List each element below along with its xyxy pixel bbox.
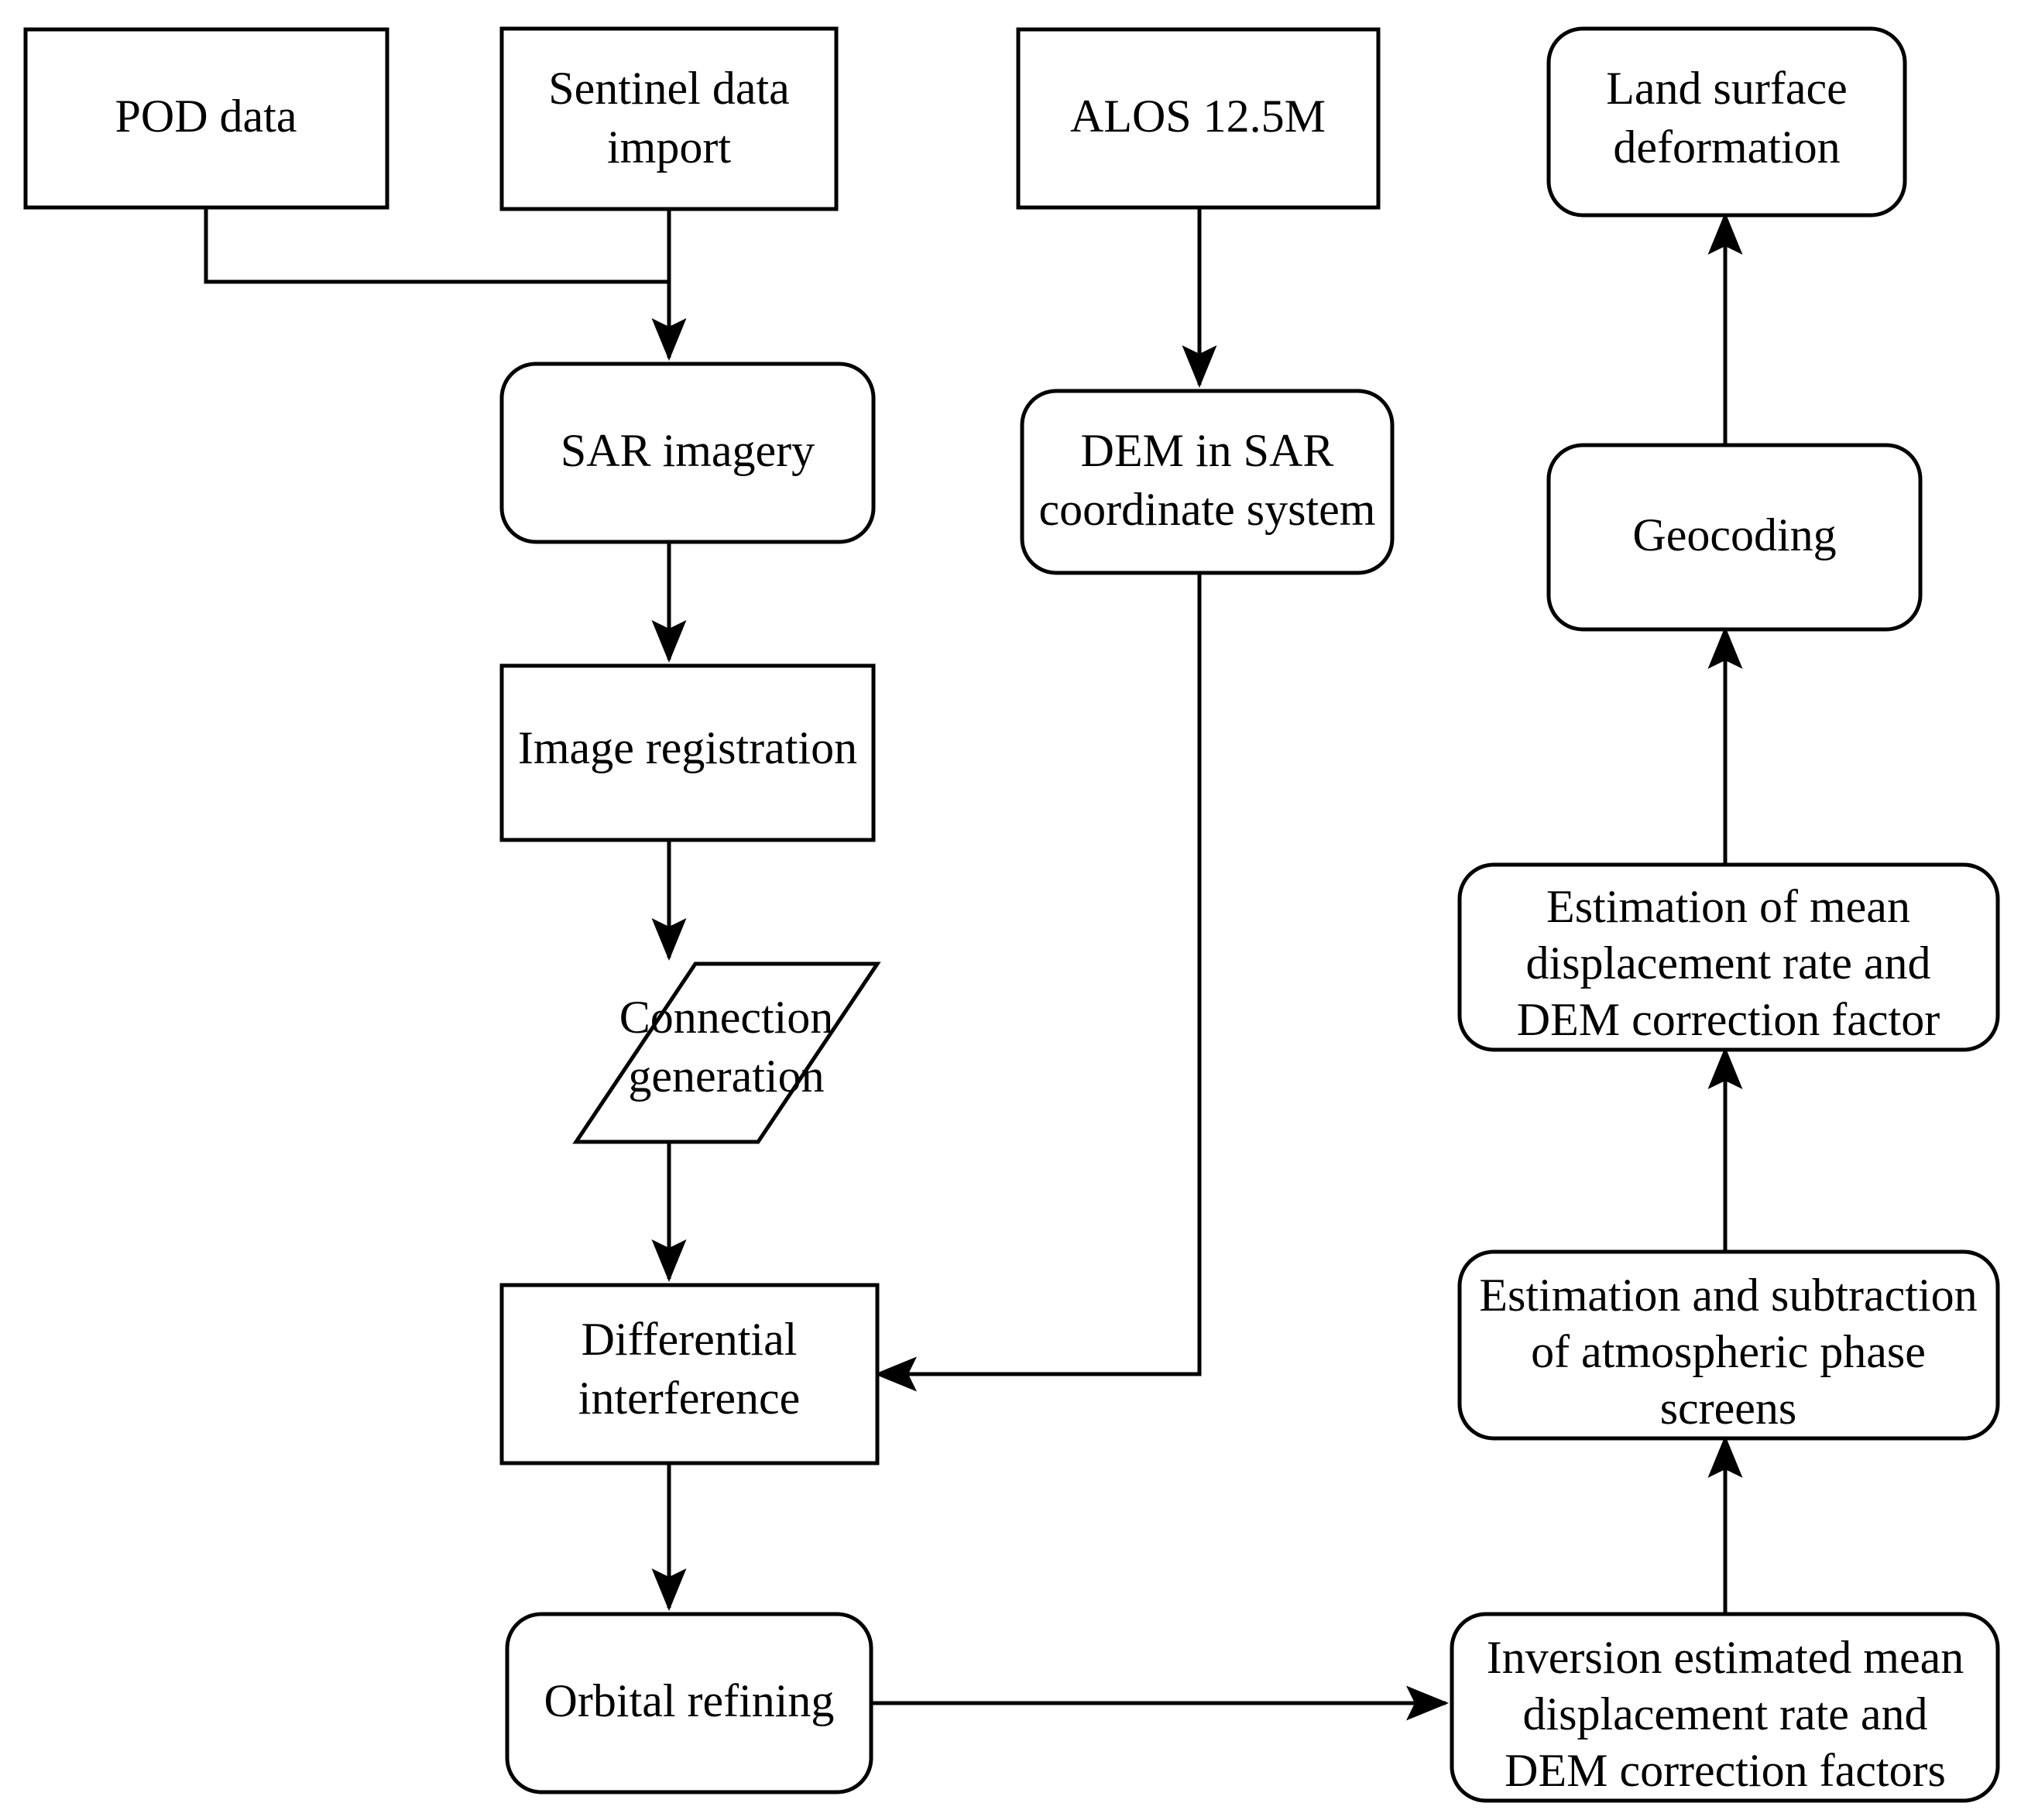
svg-text:Land surface: Land surface — [1606, 63, 1847, 114]
node-differential-interference-label-line1: Differential — [582, 1314, 798, 1365]
node-sentinel-data-import[interactable]: Sentinel data import — [499, 26, 839, 211]
svg-text:displacement rate and: displacement rate and — [1522, 1688, 1927, 1739]
node-sar-imagery[interactable]: SAR imagery — [499, 362, 876, 544]
node-inversion-label-line3: DEM correction factors — [1505, 1745, 1946, 1796]
node-estimation-mean-displacement[interactable]: Estimation of mean displacement rate and… — [1457, 862, 2000, 1052]
node-estimation-mean-label-line1: Estimation of mean — [1546, 881, 1910, 932]
node-sar-imagery-label: SAR imagery — [561, 425, 815, 476]
node-estimation-mean-label-line3: DEM correction factor — [1517, 994, 1940, 1045]
node-land-surface-deformation[interactable]: Land surface deformation — [1546, 26, 1907, 218]
svg-text:Inversion estimated mean: Inversion estimated mean — [1487, 1632, 1964, 1683]
node-atmospheric-phase-screens[interactable]: Estimation and subtraction of atmospheri… — [1457, 1249, 2000, 1441]
svg-text:import: import — [607, 122, 731, 173]
node-pod-data[interactable]: POD data — [23, 27, 389, 210]
node-inversion-estimated-mean[interactable]: Inversion estimated mean displacement ra… — [1450, 1612, 2000, 1803]
svg-text:of atmospheric phase: of atmospheric phase — [1531, 1326, 1926, 1377]
node-land-surface-deformation-label-line2: deformation — [1613, 122, 1840, 173]
svg-text:Estimation of mean: Estimation of mean — [1546, 881, 1910, 932]
svg-text:DEM in SAR: DEM in SAR — [1081, 425, 1334, 476]
svg-text:screens: screens — [1660, 1383, 1797, 1434]
svg-text:ALOS 12.5M: ALOS 12.5M — [1070, 91, 1326, 142]
node-geocoding-label: Geocoding — [1632, 509, 1836, 560]
node-connection-generation[interactable]: Connection generation — [572, 961, 881, 1144]
node-connection-generation-label-line2: generation — [628, 1051, 824, 1102]
node-image-registration-label: Image registration — [518, 722, 857, 773]
svg-text:POD data: POD data — [115, 91, 297, 142]
node-atmospheric-label-line2: of atmospheric phase — [1531, 1326, 1926, 1377]
svg-text:generation: generation — [628, 1051, 824, 1102]
node-connection-generation-label-line1: Connection — [619, 992, 834, 1043]
node-dem-in-sar-label-line2: coordinate system — [1039, 484, 1376, 535]
node-alos-12-5m[interactable]: ALOS 12.5M — [1016, 27, 1381, 210]
svg-text:DEM correction factor: DEM correction factor — [1517, 994, 1940, 1045]
node-atmospheric-label-line3: screens — [1660, 1383, 1797, 1434]
node-pod-data-label: POD data — [115, 91, 297, 142]
node-dem-in-sar-coordinate-system[interactable]: DEM in SAR coordinate system — [1020, 389, 1395, 575]
node-inversion-label-line2: displacement rate and — [1522, 1688, 1927, 1739]
node-dem-in-sar-label-line1: DEM in SAR — [1081, 425, 1334, 476]
svg-text:displacement rate and: displacement rate and — [1525, 937, 1930, 989]
node-geocoding[interactable]: Geocoding — [1546, 443, 1923, 632]
node-orbital-refining[interactable]: Orbital refining — [505, 1612, 873, 1794]
svg-text:coordinate system: coordinate system — [1039, 484, 1376, 535]
svg-text:Estimation and subtraction: Estimation and subtraction — [1479, 1270, 1977, 1321]
svg-text:Orbital refining: Orbital refining — [544, 1675, 835, 1726]
edge-dem-to-differential — [873, 573, 1202, 1392]
edge-pod-to-sar-imagery — [204, 207, 669, 284]
svg-text:SAR imagery: SAR imagery — [561, 425, 815, 476]
svg-text:DEM correction factors: DEM correction factors — [1505, 1745, 1946, 1796]
node-land-surface-deformation-label-line1: Land surface — [1606, 63, 1847, 114]
node-estimation-mean-label-line2: displacement rate and — [1525, 937, 1930, 989]
node-sentinel-data-import-label-line2: import — [607, 122, 731, 173]
svg-text:deformation: deformation — [1613, 122, 1840, 173]
svg-text:Sentinel data: Sentinel data — [548, 63, 790, 114]
node-inversion-label-line1: Inversion estimated mean — [1487, 1632, 1964, 1683]
node-differential-interference-label-line2: interference — [578, 1373, 800, 1424]
node-atmospheric-label-line1: Estimation and subtraction — [1479, 1270, 1977, 1321]
node-differential-interference[interactable]: Differential interference — [499, 1283, 880, 1465]
svg-text:interference: interference — [578, 1373, 800, 1424]
svg-text:Geocoding: Geocoding — [1632, 509, 1836, 560]
node-orbital-refining-label: Orbital refining — [544, 1675, 835, 1726]
svg-text:Connection: Connection — [619, 992, 834, 1043]
svg-text:Differential: Differential — [582, 1314, 798, 1365]
node-sentinel-data-import-label-line1: Sentinel data — [548, 63, 790, 114]
node-alos-12-5m-label: ALOS 12.5M — [1070, 91, 1326, 142]
node-image-registration[interactable]: Image registration — [499, 663, 876, 842]
svg-text:Image registration: Image registration — [518, 722, 857, 773]
